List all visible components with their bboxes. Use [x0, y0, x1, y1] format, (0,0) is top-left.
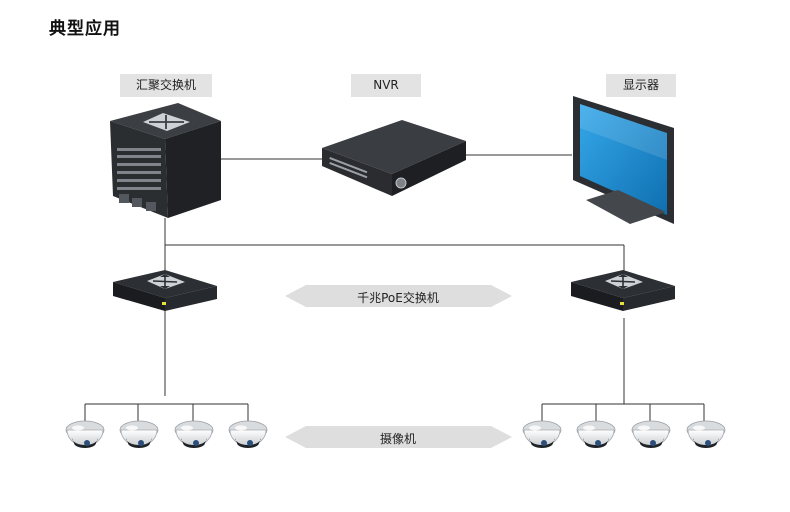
camera-icon — [631, 420, 671, 449]
nvr-label: NVR — [351, 74, 421, 97]
connection-lines — [84, 154, 705, 424]
page-title: 典型应用 — [49, 19, 121, 39]
camera-icon — [522, 420, 562, 449]
camera-icon — [65, 420, 105, 449]
camera-label: 摄像机 — [379, 432, 416, 446]
core-switch-label: 汇聚交换机 — [120, 74, 212, 97]
poe-switch-left-icon — [112, 269, 218, 312]
core-switch-icon — [110, 103, 221, 218]
poe-switch-arrow — [285, 285, 512, 307]
camera-icon — [174, 420, 214, 449]
nvr-icon — [322, 120, 466, 196]
monitor-label: 显示器 — [606, 74, 676, 97]
camera-icon — [119, 420, 159, 449]
camera-icon — [686, 420, 726, 449]
poe-switch-right-icon — [570, 269, 676, 312]
monitor-icon — [573, 96, 674, 224]
poe-switch-label: 千兆PoE交换机 — [357, 291, 439, 305]
camera-icon — [228, 420, 268, 449]
camera-arrow — [285, 426, 512, 448]
camera-icon — [576, 420, 616, 449]
